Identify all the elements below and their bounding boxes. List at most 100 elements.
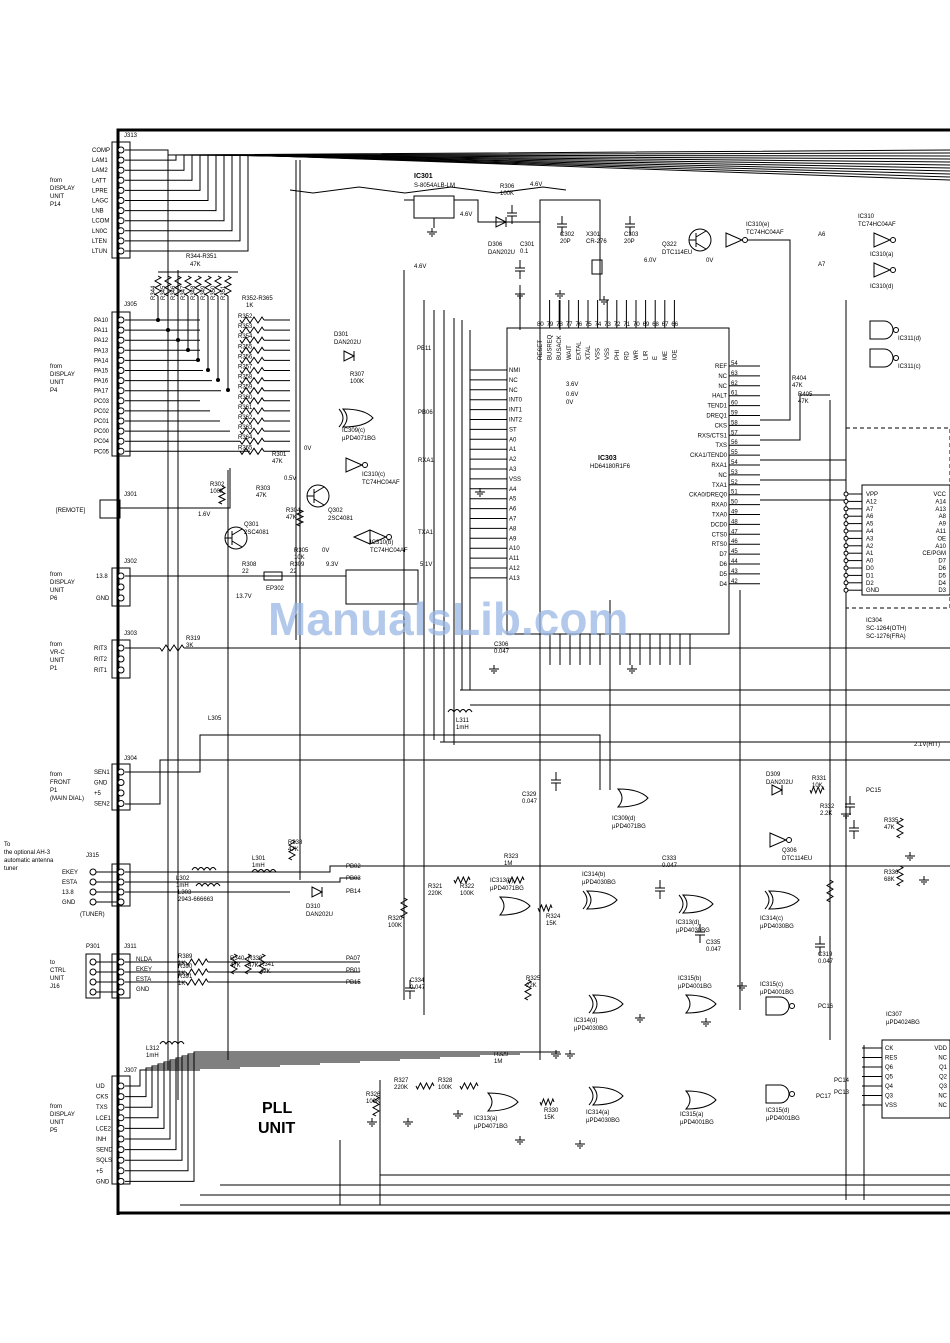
j313-wire xyxy=(125,154,950,201)
r338-value: 47K xyxy=(288,847,299,853)
ic303-top-pin-label: RD xyxy=(624,351,630,360)
ic307-right-label: NC xyxy=(938,1056,947,1062)
net-label: PB14 xyxy=(346,889,361,895)
p301-label: P301 xyxy=(86,944,101,950)
r323-label: R323 xyxy=(504,854,519,860)
j301-label: J301 xyxy=(124,492,138,498)
d301-diode xyxy=(343,350,356,362)
ic303-right-pin-label: RXA0 xyxy=(711,503,727,509)
r320-label: R320 xyxy=(388,916,403,922)
r308-label: R308 xyxy=(242,562,257,568)
r306-value: 100K xyxy=(500,191,514,197)
j303-pin-label: RIT3 xyxy=(94,646,108,652)
q306-buffer-bubble xyxy=(786,837,792,843)
c306-label: C306 xyxy=(494,642,509,648)
j303-pin-label: RIT1 xyxy=(94,668,108,674)
connector-pin xyxy=(117,146,125,154)
ic311c-gate-bubble xyxy=(893,355,899,361)
ic303-right-pin-label: NC xyxy=(718,384,727,390)
connector-pin xyxy=(117,156,125,164)
ic304-pin-node xyxy=(843,535,849,541)
cpu-data-net xyxy=(760,459,846,501)
resistor-symbol xyxy=(185,968,209,976)
q301-label: Q301 xyxy=(244,522,259,528)
r307-value: 100K xyxy=(350,379,364,385)
j307-wire xyxy=(125,1053,520,1172)
ground-symbol xyxy=(905,852,915,861)
connector-pin xyxy=(117,407,125,415)
ic304-left-label: A12 xyxy=(866,499,877,505)
d310-diode xyxy=(311,886,324,898)
ic303-right-pin-num: 57 xyxy=(731,430,738,436)
ic314d-part: µPD4030BG xyxy=(574,1026,608,1032)
ground-symbol xyxy=(919,876,929,885)
connector-pin xyxy=(117,207,125,215)
ic303-top-pin-label: EXTAL xyxy=(576,341,582,360)
d309-label: D309 xyxy=(766,772,781,778)
net-label: PB01 xyxy=(346,968,361,974)
resistor-symbol xyxy=(523,979,533,1001)
ic303-top-pin-label: VSS xyxy=(605,348,611,360)
ic315d-gate xyxy=(765,1084,790,1104)
ic303-right-pin-label: TXA0 xyxy=(712,513,728,519)
connector-pin xyxy=(89,898,97,906)
l303-value: 2943-666663 xyxy=(178,897,214,903)
connector-pin xyxy=(117,1103,125,1111)
voltage-label: 0V xyxy=(566,400,573,406)
connector-pin xyxy=(117,1167,125,1175)
d301-label: D301 xyxy=(334,332,349,338)
c319-label: C319 xyxy=(818,952,833,958)
from-front-p1-label: FRONT xyxy=(50,780,71,786)
ic310c-inverter-bubble xyxy=(362,462,368,468)
resistor-symbol xyxy=(537,903,553,913)
r390-label: R390 xyxy=(178,964,193,970)
ic303-top-pin-num: 77 xyxy=(566,322,573,328)
ic303-top-pin-num: 69 xyxy=(643,322,650,328)
ic303-right-pin-label: TXA1 xyxy=(712,483,728,489)
net-label: PC14 xyxy=(834,1078,850,1084)
r404-label: R404 xyxy=(792,376,807,382)
ic303-left-pin-label: A0 xyxy=(509,437,517,443)
r329-value: 1M xyxy=(494,1059,502,1065)
connector-pin xyxy=(117,217,125,225)
j313-wire xyxy=(125,154,950,252)
r330-value: 15K xyxy=(544,1115,555,1121)
j302-label: J302 xyxy=(124,559,138,565)
j315-label: J315 xyxy=(86,853,100,859)
r327-value: 220K xyxy=(394,1085,408,1091)
capacitor-symbol xyxy=(551,772,561,791)
ic303-top-pin-label: RESET xyxy=(538,340,544,360)
ic304-left-label: D0 xyxy=(866,566,874,572)
ic303-left-pin-label: NMI xyxy=(509,368,520,374)
junction-dot xyxy=(196,358,200,362)
resistor-symbol xyxy=(239,406,265,415)
ic303-right-pin-label: TEND1 xyxy=(707,404,727,410)
ic304-pin-node xyxy=(843,543,849,549)
r308-value: 22 xyxy=(242,569,249,575)
r303-label: R303 xyxy=(256,486,271,492)
ic315c-label: IC315(c) xyxy=(760,982,783,988)
connector-pin xyxy=(117,1177,125,1185)
ground-symbol xyxy=(475,488,485,497)
j311-housing xyxy=(111,953,131,999)
connector-pin xyxy=(117,336,125,344)
ic309c-part: µPD4071BG xyxy=(342,436,376,442)
from-display-p6-label: UNIT xyxy=(50,588,64,594)
ic303-right-pin-label: CKA1/TEND0 xyxy=(690,453,728,459)
j307-pin-label: LCE1 xyxy=(96,1116,112,1122)
net-label: PB02 xyxy=(346,864,361,870)
wiring xyxy=(96,149,950,1206)
ic301-part: S-8054ALB-LM xyxy=(414,183,455,189)
j305-pin-label: PA12 xyxy=(94,338,109,344)
resistor-symbol xyxy=(173,275,183,297)
from-display-p5-label: from xyxy=(50,1104,62,1110)
series-resistor-label: R365 xyxy=(238,445,253,451)
q322-label: Q322 xyxy=(662,242,677,248)
ic313d-gate xyxy=(681,894,714,914)
j315-pin-label: ESTA xyxy=(62,880,77,886)
from-vr-p1-label: P1 xyxy=(50,666,58,672)
ic314c-label: IC314(c) xyxy=(760,916,783,922)
series-resistor-label: R362 xyxy=(238,415,253,421)
to-ctrl-j16-label: CTRL xyxy=(50,968,66,974)
